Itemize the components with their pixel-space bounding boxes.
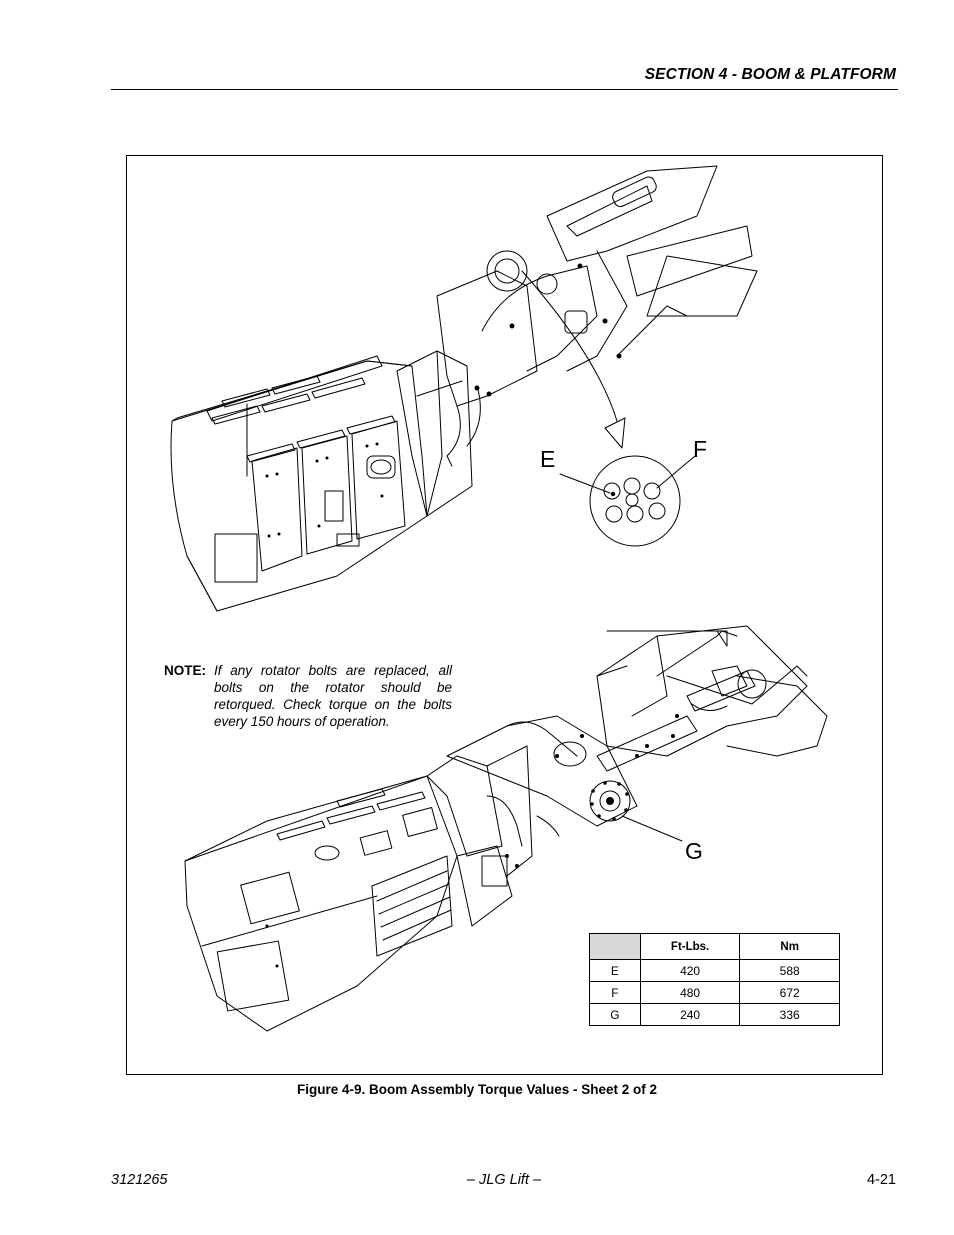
callout-f: F — [693, 436, 708, 462]
figure-caption: Figure 4-9. Boom Assembly Torque Values … — [296, 1082, 658, 1097]
table-header-row: Ft-Lbs. Nm — [589, 933, 840, 960]
table-row: E 420 588 — [589, 959, 840, 982]
row-ftlbs: 420 — [639, 959, 741, 982]
callout-e: E — [540, 446, 556, 472]
row-label: F — [589, 981, 641, 1004]
upper-boom-drawing — [170, 165, 758, 612]
table-row: G 240 336 — [589, 1003, 840, 1026]
row-ftlbs: 240 — [639, 1003, 741, 1026]
figure-frame: NOTE: If any rotator bolts are replaced,… — [126, 155, 883, 1075]
section-title: SECTION 4 - BOOM & PLATFORM — [644, 66, 896, 83]
table-header-nm: Nm — [739, 933, 840, 960]
row-nm: 672 — [739, 981, 840, 1004]
boom-assembly-drawing — [170, 165, 828, 1032]
rotator-note: NOTE: If any rotator bolts are replaced,… — [164, 662, 452, 730]
doc-number: 3121265 — [111, 1172, 168, 1188]
table-header-ftlbs: Ft-Lbs. — [639, 933, 741, 960]
row-label: E — [589, 959, 641, 982]
note-text: If any rotator bolts are replaced, all b… — [214, 663, 452, 729]
row-ftlbs: 480 — [639, 981, 741, 1004]
table-header-blank — [589, 933, 641, 960]
publisher: – JLG Lift – — [466, 1172, 542, 1188]
row-nm: 588 — [739, 959, 840, 982]
page-number: 4-21 — [866, 1172, 896, 1188]
row-nm: 336 — [739, 1003, 840, 1026]
callout-g: G — [685, 838, 703, 864]
lower-boom-drawing — [184, 625, 828, 1032]
torque-values-table: Ft-Lbs. Nm E 420 588 F 480 672 G 240 336 — [589, 933, 840, 1026]
table-row: F 480 672 — [589, 981, 840, 1004]
note-label: NOTE: — [164, 663, 206, 678]
row-label: G — [589, 1003, 641, 1026]
header-rule — [111, 89, 898, 90]
